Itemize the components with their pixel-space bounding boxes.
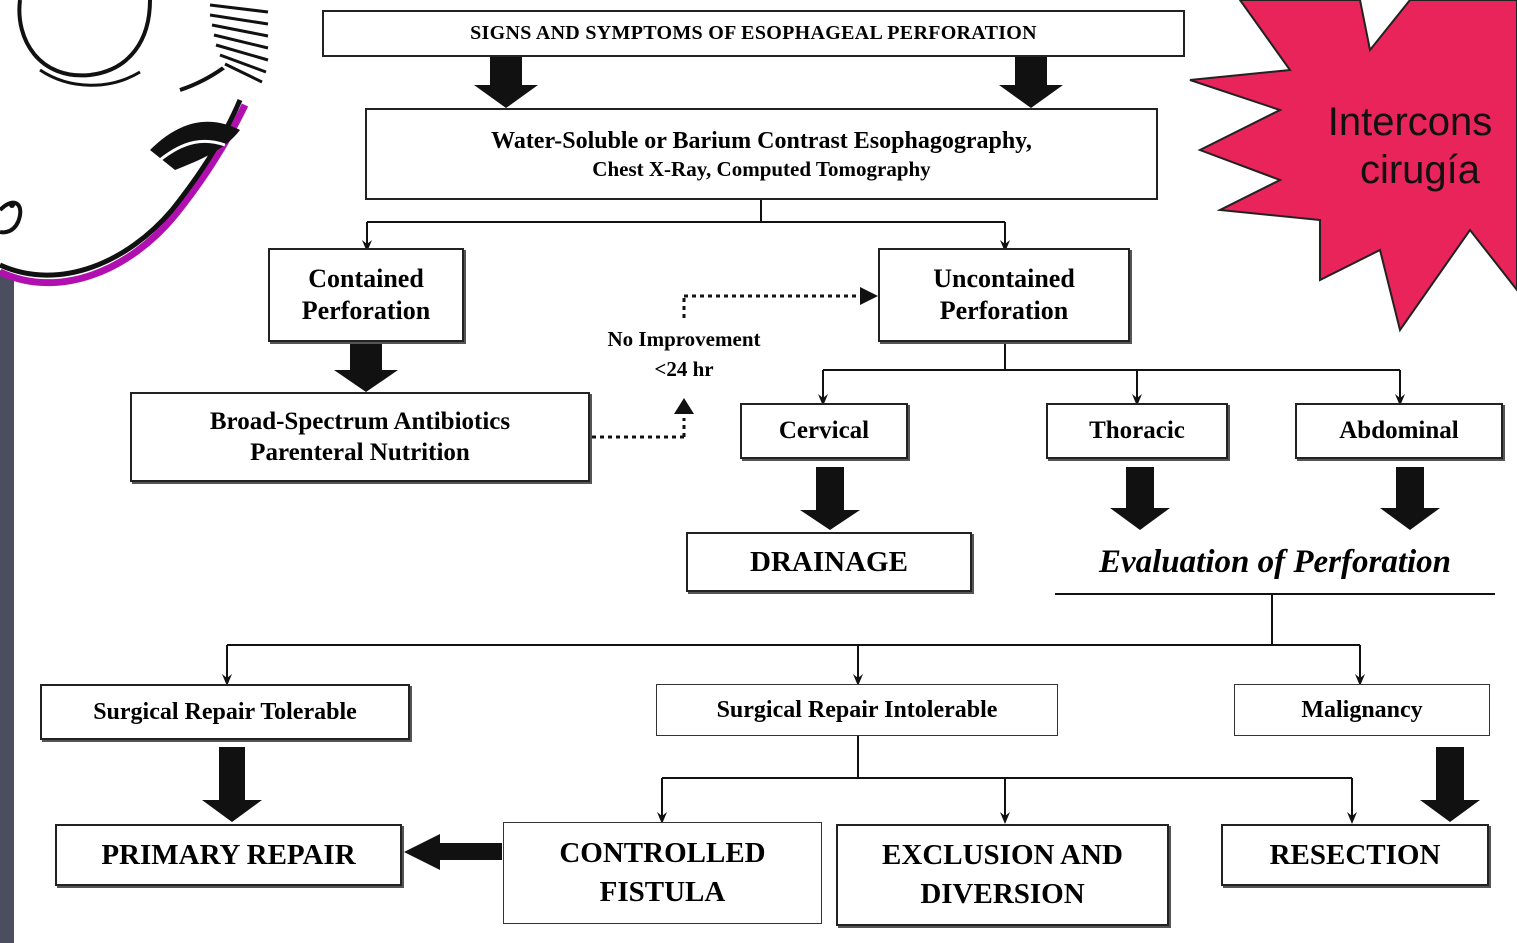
drainage-box: DRAINAGE — [686, 532, 972, 592]
signs-symptoms-box: SIGNS AND SYMPTOMS OF ESOPHAGEAL PERFORA… — [322, 10, 1185, 57]
uncontained-line-2: Perforation — [939, 296, 1069, 325]
thoracic-label: Thoracic — [1089, 417, 1185, 445]
contained-line-2: Perforation — [301, 296, 431, 325]
antibiotics-box: Broad-Spectrum Antibiotics Parenteral Nu… — [130, 392, 590, 482]
callout-starburst — [1189, 0, 1517, 333]
thoracic-box: Thoracic — [1046, 403, 1228, 459]
resection-label: RESECTION — [1269, 838, 1441, 871]
exclusion-diversion-box: EXCLUSION AND DIVERSION — [836, 824, 1169, 926]
drainage-label: DRAINAGE — [750, 545, 908, 578]
exclusion-line-1: EXCLUSION AND — [882, 838, 1123, 871]
evaluation-label: Evaluation of Perforation — [1098, 544, 1452, 580]
callout-line-1: Intercons — [1327, 100, 1493, 144]
callout-line-2: cirugía — [1359, 148, 1481, 192]
malignancy-box: Malignancy — [1234, 684, 1490, 736]
no-improvement-label: No Improvement <24 hr — [582, 324, 786, 385]
imaging-main-label: Water-Soluble or Barium Contrast Esophag… — [491, 127, 1032, 154]
malignancy-label: Malignancy — [1301, 697, 1423, 723]
surgical-repair-tolerable-box: Surgical Repair Tolerable — [40, 684, 410, 740]
uncontained-line-1: Uncontained — [933, 263, 1075, 293]
imaging-sub-label: Chest X-Ray, Computed Tomography — [592, 156, 931, 181]
fistula-line-1: CONTROLLED — [559, 836, 766, 869]
no-improvement-line-2: <24 hr — [654, 357, 714, 382]
signs-symptoms-label: SIGNS AND SYMPTOMS OF ESOPHAGEAL PERFORA… — [470, 22, 1037, 44]
contained-perforation-box: Contained Perforation — [268, 248, 464, 342]
uncontained-perforation-box: Uncontained Perforation — [878, 248, 1130, 342]
abdominal-label: Abdominal — [1339, 417, 1459, 445]
resection-box: RESECTION — [1221, 824, 1489, 886]
exclusion-line-2: DIVERSION — [920, 878, 1085, 910]
cartoon-face-illustration — [0, 0, 269, 943]
intolerable-label: Surgical Repair Intolerable — [716, 697, 998, 723]
fistula-line-2: FISTULA — [599, 876, 726, 908]
primary-repair-box: PRIMARY REPAIR — [55, 824, 402, 886]
cervical-box: Cervical — [740, 403, 908, 459]
primary-repair-label: PRIMARY REPAIR — [101, 838, 356, 871]
antibiotics-line-1: Broad-Spectrum Antibiotics — [209, 407, 511, 435]
abdominal-box: Abdominal — [1295, 403, 1503, 459]
antibiotics-line-2: Parenteral Nutrition — [250, 439, 470, 466]
no-improvement-line-1: No Improvement — [607, 327, 761, 351]
cervical-label: Cervical — [778, 417, 870, 445]
contained-line-1: Contained — [308, 263, 424, 293]
controlled-fistula-box: CONTROLLED FISTULA — [503, 822, 822, 924]
tolerable-label: Surgical Repair Tolerable — [93, 699, 357, 725]
surgical-repair-intolerable-box: Surgical Repair Intolerable — [656, 684, 1058, 736]
evaluation-heading: Evaluation of Perforation — [1055, 544, 1495, 581]
callout-text: Intercons cirugía — [1290, 98, 1517, 194]
imaging-box: Water-Soluble or Barium Contrast Esophag… — [365, 108, 1158, 200]
